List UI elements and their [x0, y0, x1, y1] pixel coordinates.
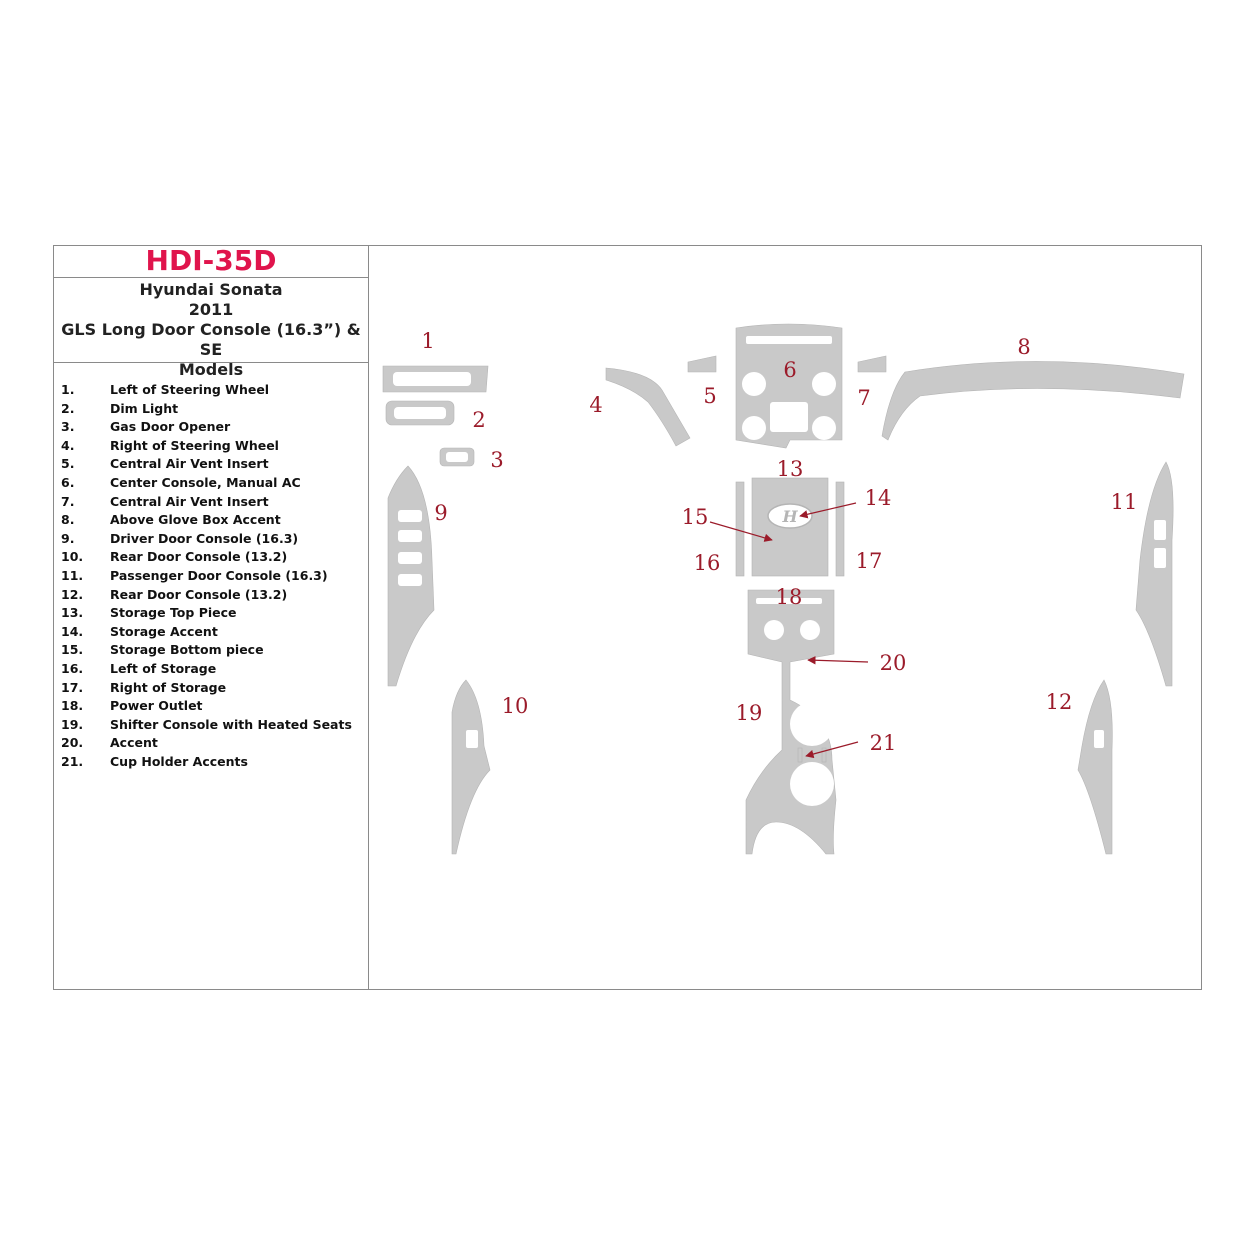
callout-17: 17	[856, 549, 883, 573]
arrow-21	[805, 741, 859, 759]
list-item: 4.Right of Steering Wheel	[61, 437, 279, 453]
callout-8: 8	[1017, 335, 1030, 359]
part-shifter-console	[745, 589, 837, 855]
part-gas-door-opener	[439, 447, 475, 467]
part-dim-light	[385, 400, 455, 426]
list-item: 19.Shifter Console with Heated Seats	[61, 716, 352, 732]
callout-19: 19	[736, 701, 763, 725]
parts-list: 1.Left of Steering Wheel 2.Dim Light 3.G…	[54, 382, 368, 772]
model-block: Hyundai Sonata 2011 GLS Long Door Consol…	[54, 278, 368, 379]
list-item: 6.Center Console, Manual AC	[61, 474, 301, 490]
part-above-glove-box-accent	[881, 361, 1185, 441]
callout-9: 9	[434, 501, 447, 525]
list-item: 16.Left of Storage	[61, 660, 217, 676]
variant-line-1: GLS Long Door Console (16.3”) & SE	[61, 320, 361, 359]
list-item: 2.Dim Light	[61, 400, 179, 416]
callout-12: 12	[1046, 690, 1073, 714]
callout-21: 21	[870, 731, 897, 755]
list-item: 5.Central Air Vent Insert	[61, 456, 269, 472]
list-item: 17.Right of Storage	[61, 679, 227, 695]
callout-16: 16	[694, 551, 721, 575]
callout-6: 6	[783, 358, 796, 382]
callout-13: 13	[777, 457, 804, 481]
part-air-vent-insert-right	[857, 355, 887, 373]
callout-14: 14	[865, 486, 892, 510]
part-driver-door-console	[387, 465, 435, 687]
part-rear-door-console-left	[451, 679, 491, 855]
callout-20: 20	[880, 651, 907, 675]
list-item: 7.Central Air Vent Insert	[61, 493, 269, 509]
list-item: 1.Left of Steering Wheel	[61, 382, 270, 397]
part-air-vent-insert-left	[687, 355, 717, 373]
part-rear-door-console-right	[1077, 679, 1113, 855]
list-item: 10.Rear Door Console (13.2)	[61, 549, 288, 565]
variant-line-2: Models	[178, 360, 244, 379]
list-item: 13.Storage Top Piece	[61, 605, 237, 621]
list-item: 20.Accent	[61, 735, 158, 751]
list-item: 9.Driver Door Console (16.3)	[61, 530, 299, 546]
arrow-15	[709, 521, 773, 542]
list-item: 14.Storage Accent	[61, 623, 218, 639]
callout-4: 4	[589, 393, 602, 417]
callout-5: 5	[703, 384, 716, 408]
part-right-of-steering-wheel	[605, 367, 691, 447]
list-item: 18.Power Outlet	[61, 698, 203, 714]
list-item: 3.Gas Door Opener	[61, 419, 231, 435]
diagram-sheet: HDI-35D Hyundai Sonata 2011 GLS Long Doo…	[53, 245, 1202, 990]
vehicle-name: Hyundai Sonata	[139, 280, 283, 299]
vehicle-year: 2011	[188, 300, 234, 319]
info-panel: HDI-35D Hyundai Sonata 2011 GLS Long Doo…	[54, 246, 369, 989]
callout-10: 10	[502, 694, 529, 718]
svg-text:H: H	[781, 507, 798, 526]
callout-2: 2	[472, 408, 485, 432]
callout-3: 3	[490, 448, 503, 472]
callout-7: 7	[857, 386, 870, 410]
part-center-console	[735, 323, 843, 449]
part-storage-assembly: H	[735, 477, 845, 577]
callout-1: 1	[421, 329, 434, 353]
callout-11: 11	[1111, 490, 1138, 514]
list-item: 8.Above Glove Box Accent	[61, 512, 281, 528]
list-item: 15.Storage Bottom piece	[61, 642, 264, 658]
part-left-of-steering-wheel	[382, 365, 489, 393]
arrow-20	[807, 656, 869, 665]
part-cup-holder-accents	[797, 747, 827, 763]
callout-15: 15	[682, 505, 709, 529]
arrow-14	[799, 502, 857, 519]
callout-18: 18	[776, 585, 803, 609]
list-item: 11.Passenger Door Console (16.3)	[61, 567, 328, 583]
part-passenger-door-console	[1135, 461, 1174, 687]
list-item: 21.Cup Holder Accents	[61, 753, 248, 769]
list-item: 12.Rear Door Console (13.2)	[61, 586, 288, 602]
product-code: HDI-35D	[54, 246, 368, 278]
